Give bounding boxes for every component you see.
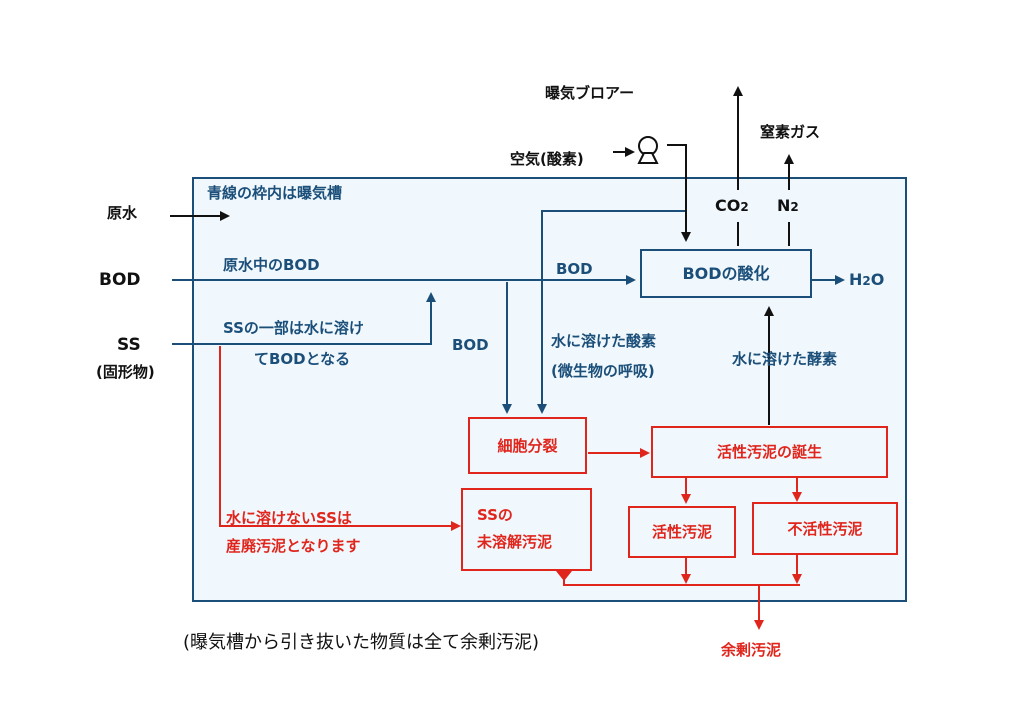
- ss-dissolve-label-2: てBODとなる: [254, 350, 351, 368]
- ss-solid-label: (固形物): [96, 363, 155, 381]
- raw-water-label: 原水: [107, 204, 138, 222]
- insoluble-ss-label-1: 水に溶けないSSは: [226, 509, 352, 527]
- tank-title: 青線の枠内は曝気槽: [207, 184, 343, 202]
- bod-oxidation-box: BODの酸化: [640, 249, 812, 298]
- bod-to-division-label: BOD: [452, 336, 489, 354]
- footnote: (曝気槽から引き抜いた物質は全て余剰汚泥): [183, 632, 540, 653]
- co2-subscript: 2: [740, 200, 749, 214]
- n2-label: N2: [777, 197, 799, 216]
- h2o-tail: O: [870, 270, 885, 289]
- nitrogen-gas-label: 窒素ガス: [760, 123, 821, 141]
- cell-division-box: 細胞分裂: [468, 417, 587, 474]
- co2-label: CO2: [715, 197, 749, 216]
- sludge-birth-box: 活性汚泥の誕生: [651, 426, 888, 478]
- n2-subscript: 2: [790, 200, 799, 214]
- blower-label: 曝気ブロアー: [545, 84, 635, 102]
- bod-in-raw-water-label: 原水中のBOD: [223, 256, 320, 274]
- active-sludge-box: 活性汚泥: [628, 506, 736, 558]
- bod-input-label: BOD: [99, 270, 141, 290]
- blower-pump-icon: [637, 136, 659, 164]
- undissolved-line-1: SSの: [477, 506, 513, 524]
- dissolved-oxygen-label-1: 水に溶けた酸素: [551, 332, 657, 350]
- excess-sludge-label: 余剰汚泥: [721, 641, 782, 659]
- undissolved-outlet-arrowhead: [556, 571, 572, 581]
- undissolved-line-2: 未溶解汚泥: [477, 533, 553, 551]
- ss-dissolve-flow: [172, 292, 436, 345]
- dissolved-oxygen-label-2: (微生物の呼吸): [551, 362, 655, 380]
- insoluble-ss-flow: [219, 346, 461, 531]
- h2o-text: H: [849, 270, 863, 289]
- h2o-subscript: 2: [862, 274, 871, 288]
- inactive-sludge-box: 不活性汚泥: [752, 502, 898, 555]
- co2-text: CO: [715, 196, 741, 215]
- insoluble-ss-label-2: 産廃汚泥となります: [226, 537, 361, 555]
- air-oxygen-label: 空気(酸素): [510, 150, 584, 168]
- h2o-label: H2O: [849, 271, 884, 290]
- aeration-tank: [192, 177, 907, 602]
- dissolved-enzyme-label: 水に溶けた酵素: [732, 350, 838, 368]
- blower-air-flow: [667, 144, 691, 242]
- bod-to-oxidation-label: BOD: [556, 260, 593, 278]
- n2-text: N: [777, 196, 791, 215]
- dissolved-oxygen-flow: [537, 210, 686, 414]
- undissolved-sludge-box: SSの 未溶解汚泥: [461, 488, 592, 571]
- ss-dissolve-label-1: SSの一部は水に溶け: [223, 319, 364, 337]
- ss-input-label: SS: [117, 335, 141, 355]
